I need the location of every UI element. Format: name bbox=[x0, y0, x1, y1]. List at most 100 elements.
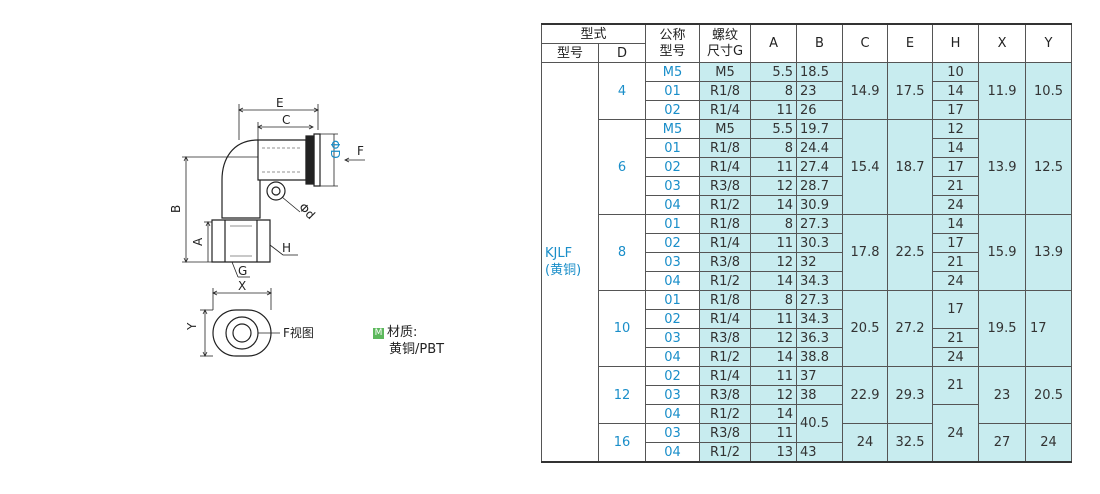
thread-size-cell: R1/4 bbox=[699, 100, 752, 120]
dim-b-cell: 36.3 bbox=[796, 328, 844, 348]
dim-e-cell: 18.7 bbox=[887, 119, 934, 215]
dim-e-cell: 32.5 bbox=[887, 423, 934, 463]
dim-c-cell: 24 bbox=[842, 423, 889, 463]
dim-a-cell: 8 bbox=[750, 81, 798, 101]
dim-b-cell: 32 bbox=[796, 252, 844, 272]
nominal-code-cell: 02 bbox=[645, 309, 701, 329]
dim-b-cell: 27.3 bbox=[796, 214, 844, 234]
label-X: X bbox=[238, 279, 246, 293]
nominal-code-cell: 03 bbox=[645, 423, 701, 443]
header-c: C bbox=[842, 23, 889, 63]
dim-b-cell: 30.9 bbox=[796, 195, 844, 215]
header-thread: 螺纹尺寸G bbox=[699, 23, 752, 63]
dim-a-cell: 5.5 bbox=[750, 119, 798, 139]
thread-size-cell: R1/2 bbox=[699, 271, 752, 291]
dim-b-cell: 27.4 bbox=[796, 157, 844, 177]
nominal-code-cell: 04 bbox=[645, 404, 701, 424]
thread-size-cell: R1/4 bbox=[699, 309, 752, 329]
label-Y: Y bbox=[185, 322, 199, 331]
nominal-code-cell: 04 bbox=[645, 442, 701, 463]
label-G: G bbox=[238, 264, 247, 278]
header-b: B bbox=[796, 23, 844, 63]
dim-b-cell: 30.3 bbox=[796, 233, 844, 253]
dim-a-cell: 12 bbox=[750, 176, 798, 196]
dim-x-cell: 27 bbox=[978, 423, 1027, 463]
dim-b-cell: 37 bbox=[796, 366, 844, 386]
dim-c-cell: 17.8 bbox=[842, 214, 889, 291]
dim-h-cell: 14 bbox=[932, 214, 980, 234]
thread-size-cell: R1/4 bbox=[699, 233, 752, 253]
nominal-code-cell: 02 bbox=[645, 233, 701, 253]
dim-a-cell: 11 bbox=[750, 100, 798, 120]
thread-size-cell: R1/8 bbox=[699, 214, 752, 234]
dim-e-cell: 22.5 bbox=[887, 214, 934, 291]
thread-size-cell: R3/8 bbox=[699, 423, 752, 443]
material-label: 材质: bbox=[387, 325, 418, 340]
label-fview: F视图 bbox=[283, 325, 314, 340]
dim-b-cell: 40.5 bbox=[796, 404, 844, 443]
nominal-code-cell: 01 bbox=[645, 81, 701, 101]
thread-size-cell: R3/8 bbox=[699, 328, 752, 348]
bore-d-cell: 16 bbox=[597, 423, 647, 463]
dim-c-cell: 15.4 bbox=[842, 119, 889, 215]
nominal-code-cell: 01 bbox=[645, 138, 701, 158]
dim-h-cell: 21 bbox=[932, 328, 980, 348]
dim-b-cell: 27.3 bbox=[796, 290, 844, 310]
bore-d-cell: 4 bbox=[597, 62, 647, 120]
dim-b-cell: 26 bbox=[796, 100, 844, 120]
thread-size-cell: R1/8 bbox=[699, 290, 752, 310]
dim-c-cell: 20.5 bbox=[842, 290, 889, 367]
dim-a-cell: 14 bbox=[750, 195, 798, 215]
dim-a-cell: 5.5 bbox=[750, 62, 798, 82]
dim-h-cell: 21 bbox=[932, 176, 980, 196]
label-F: F bbox=[357, 144, 364, 158]
label-H: H bbox=[282, 241, 291, 255]
thread-size-cell: R1/2 bbox=[699, 195, 752, 215]
thread-size-cell: M5 bbox=[699, 119, 752, 139]
thread-size-cell: R1/8 bbox=[699, 138, 752, 158]
dim-a-cell: 11 bbox=[750, 423, 798, 443]
dim-b-cell: 23 bbox=[796, 81, 844, 101]
dim-a-cell: 12 bbox=[750, 385, 798, 405]
model-name-cell: KJLF(黄铜) bbox=[541, 62, 599, 463]
dim-e-cell: 29.3 bbox=[887, 366, 934, 424]
dim-h-cell: 10 bbox=[932, 62, 980, 82]
dim-b-cell: 43 bbox=[796, 442, 844, 463]
header-x: X bbox=[978, 23, 1027, 63]
nominal-code-cell: 01 bbox=[645, 290, 701, 310]
dim-h-cell: 12 bbox=[932, 119, 980, 139]
material-value: 黄铜/PBT bbox=[389, 342, 445, 357]
bore-d-cell: 6 bbox=[597, 119, 647, 215]
thread-size-cell: R1/4 bbox=[699, 157, 752, 177]
thread-size-cell: R3/8 bbox=[699, 252, 752, 272]
dim-b-cell: 28.7 bbox=[796, 176, 844, 196]
label-B: B bbox=[169, 205, 183, 213]
dim-x-cell: 23 bbox=[978, 366, 1027, 424]
label-A: A bbox=[191, 237, 205, 246]
header-d: D bbox=[597, 43, 647, 63]
header-model: 型号 bbox=[541, 43, 599, 63]
dim-a-cell: 11 bbox=[750, 366, 798, 386]
label-phiD: ΦD bbox=[328, 140, 342, 159]
dim-h-cell: 14 bbox=[932, 138, 980, 158]
nominal-code-cell: 03 bbox=[645, 385, 701, 405]
nominal-code-cell: 02 bbox=[645, 100, 701, 120]
dim-a-cell: 14 bbox=[750, 404, 798, 424]
dim-x-cell: 19.5 bbox=[978, 290, 1027, 367]
thread-size-cell: R1/2 bbox=[699, 404, 752, 424]
header-nominal: 公称型号 bbox=[645, 23, 701, 63]
dim-x-cell: 11.9 bbox=[978, 62, 1027, 120]
